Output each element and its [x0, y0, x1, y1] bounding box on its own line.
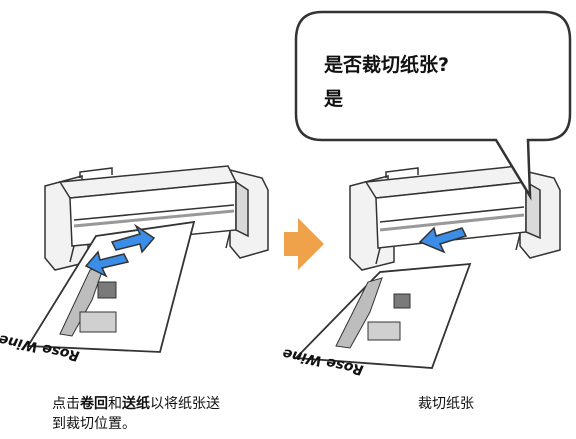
caption-line2: 到裁切位置。: [52, 416, 136, 432]
caption-prefix: 点击: [52, 396, 80, 412]
step-arrow-icon: [284, 218, 324, 270]
right-printer: [349, 165, 561, 271]
cut-arrow-icon: [418, 226, 468, 254]
left-caption: 点击卷回和送纸以将纸张送 到裁切位置。: [52, 394, 292, 434]
left-paper: [26, 220, 196, 353]
speech-bubble: [294, 10, 572, 201]
caption-and: 和: [108, 396, 122, 412]
left-printer: [44, 165, 269, 271]
right-paper: [294, 262, 472, 369]
feed-arrow-icon: [84, 250, 130, 278]
feed-key-label: 送纸: [122, 396, 150, 412]
feed-arrows: [84, 223, 156, 278]
caption-suffix: 以将纸张送: [150, 396, 220, 412]
right-caption: 裁切纸张: [418, 396, 474, 412]
rewind-arrow-icon: [110, 223, 156, 254]
rewind-key-label: 卷回: [80, 396, 108, 412]
bubble-answer: 是: [324, 88, 344, 110]
bubble-question: 是否裁切纸张?: [324, 54, 450, 76]
